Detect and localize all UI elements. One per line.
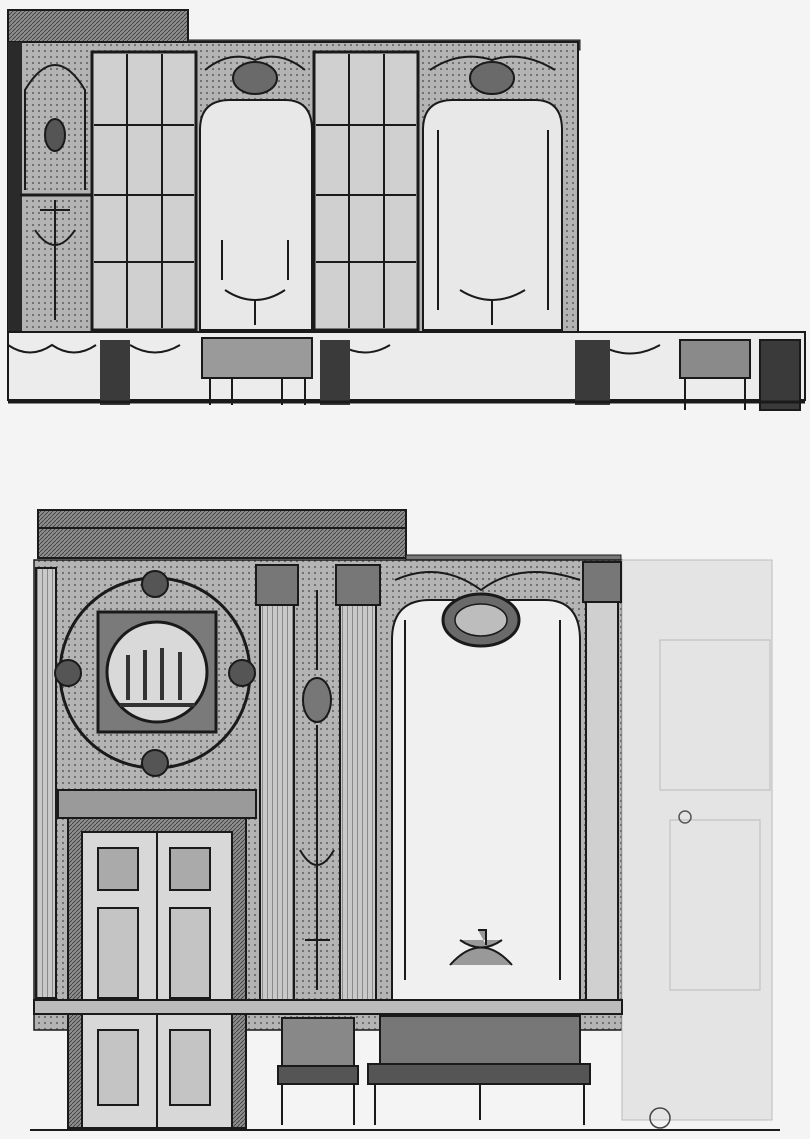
settee <box>367 1015 591 1125</box>
lower-elevation <box>30 509 780 1131</box>
upper-mirror-left <box>199 55 313 331</box>
pilaster-center-left <box>255 564 299 1001</box>
stamp <box>649 1107 671 1129</box>
upper-dado <box>7 331 806 401</box>
lower-wall-ghost <box>621 559 773 1121</box>
narrow-ornament-panel <box>299 590 335 990</box>
upper-window-right <box>312 50 420 332</box>
lower-cornice <box>37 509 407 559</box>
lower-dado <box>33 999 623 1015</box>
pilaster-center-right <box>335 564 381 1001</box>
left-wall-ornament <box>20 64 92 320</box>
pilaster-left <box>35 567 57 999</box>
upper-console-left <box>201 337 313 405</box>
upper-mirror-right <box>422 55 563 331</box>
upper-elevation <box>7 9 806 411</box>
mirror-panel <box>391 571 581 1001</box>
paneled-door <box>57 789 257 1129</box>
chair <box>277 1017 359 1125</box>
pilaster-right <box>582 561 622 1001</box>
upper-console-right <box>679 339 801 411</box>
medallion-panel <box>54 570 256 777</box>
upper-cornice <box>7 9 189 43</box>
upper-window-left <box>90 50 198 332</box>
